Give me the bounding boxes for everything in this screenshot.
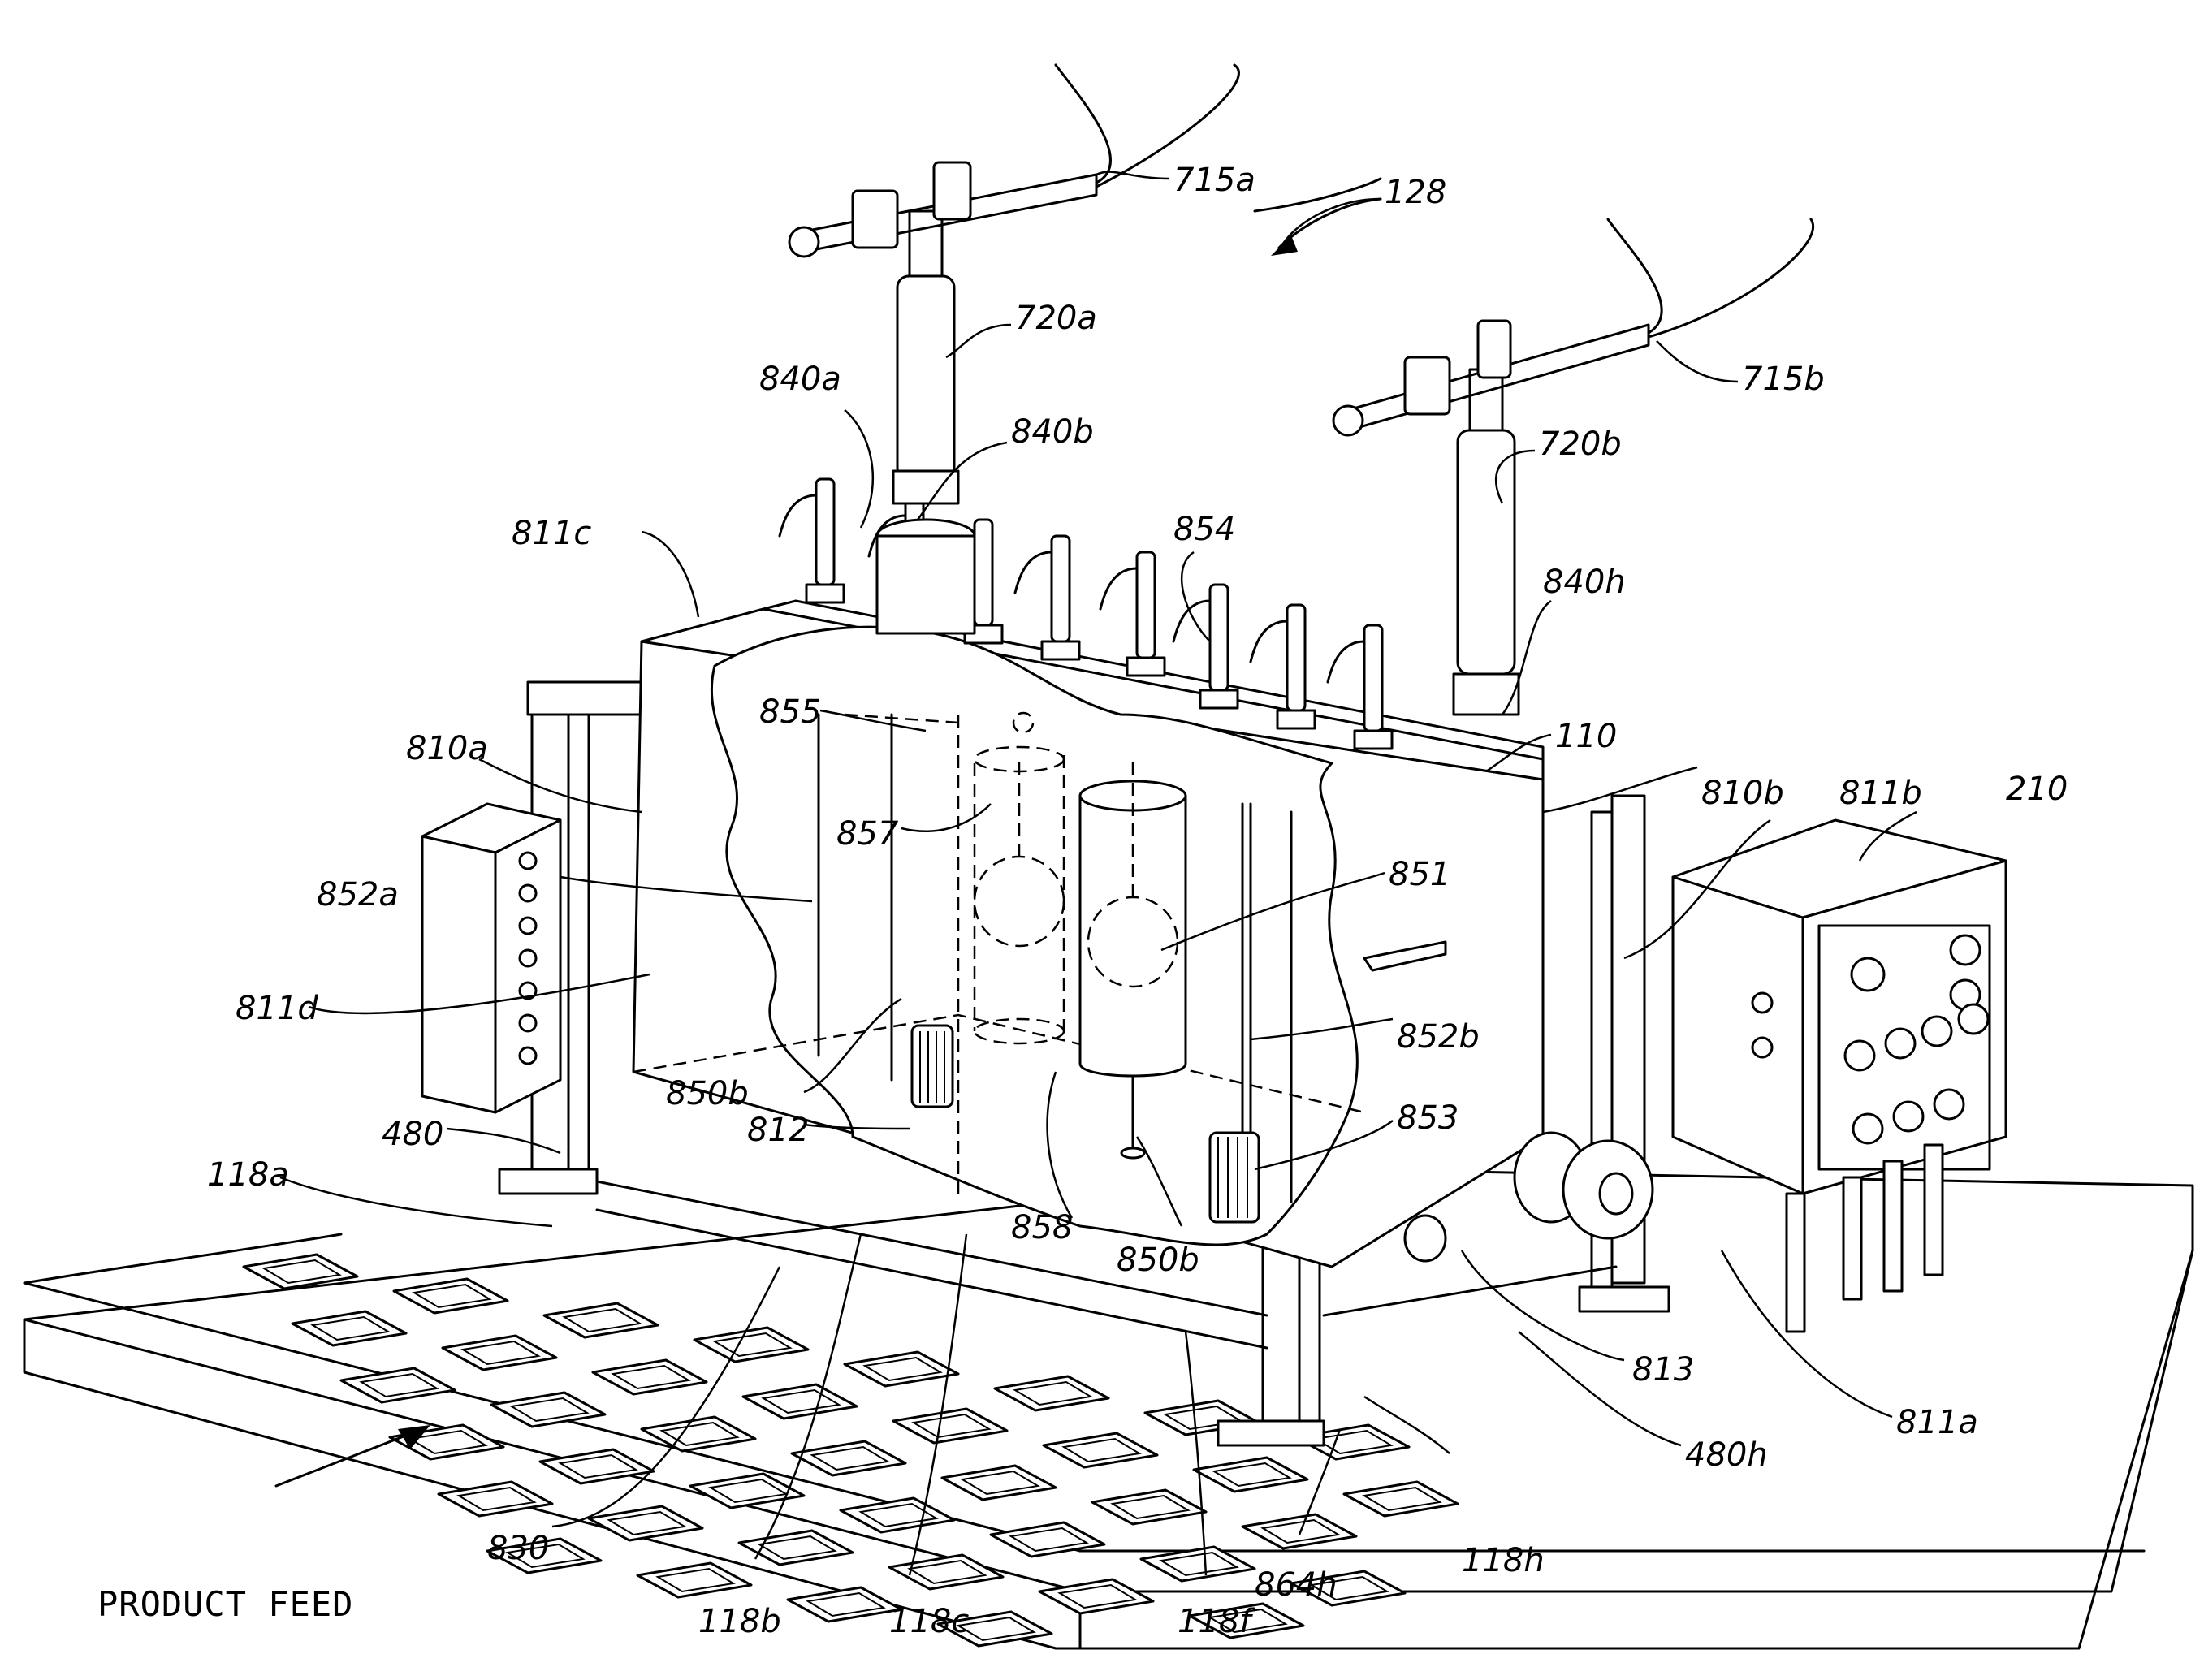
label-118b: 118b	[698, 1603, 781, 1640]
label-840a: 840a	[759, 361, 841, 398]
label-840b: 840b	[1011, 413, 1094, 451]
label-118c: 118c	[889, 1603, 969, 1640]
label-850b-lower: 850b	[1117, 1242, 1199, 1279]
label-715b: 715b	[1742, 361, 1825, 398]
label-840h: 840h	[1543, 564, 1626, 601]
label-810b: 810b	[1701, 775, 1784, 812]
label-811b: 811b	[1839, 775, 1922, 812]
assembly-arrow-128	[1271, 199, 1381, 256]
label-110: 110	[1555, 718, 1617, 755]
label-858: 858	[1011, 1209, 1073, 1246]
label-851: 851	[1389, 856, 1450, 893]
supply-pipe-a	[789, 65, 1238, 633]
label-830: 830	[487, 1530, 549, 1567]
label-813: 813	[1632, 1351, 1694, 1388]
label-720a: 720a	[1015, 300, 1097, 337]
label-811d: 811d	[236, 990, 318, 1027]
product-tray	[637, 1563, 751, 1597]
label-480: 480	[382, 1116, 443, 1153]
label-128: 128	[1385, 174, 1446, 211]
actuator-valve	[1100, 552, 1165, 676]
label-864h: 864h	[1255, 1566, 1338, 1604]
label-857: 857	[836, 815, 899, 853]
label-812: 812	[747, 1112, 809, 1149]
label-210: 210	[2006, 771, 2068, 808]
left-control-box	[422, 804, 560, 1112]
actuator-valve	[780, 479, 844, 602]
label-854: 854	[1173, 511, 1235, 548]
conveyor-belt	[24, 1169, 2193, 1648]
label-852a: 852a	[317, 876, 399, 913]
label-811c: 811c	[512, 515, 591, 552]
label-853: 853	[1397, 1099, 1459, 1137]
label-852b: 852b	[1397, 1018, 1480, 1056]
product-feed-caption: PRODUCT FEED	[97, 1584, 353, 1624]
label-810a: 810a	[406, 730, 488, 767]
label-850b-upper: 850b	[666, 1075, 749, 1112]
label-480h: 480h	[1685, 1436, 1768, 1474]
label-118f: 118f	[1178, 1603, 1255, 1640]
supply-pipe-b	[1333, 219, 1813, 715]
label-118h: 118h	[1462, 1542, 1545, 1579]
label-811a: 811a	[1896, 1404, 1978, 1441]
label-720b: 720b	[1539, 425, 1622, 463]
actuator-valve	[1015, 536, 1079, 659]
label-855: 855	[759, 693, 821, 731]
label-715a: 715a	[1173, 162, 1255, 199]
label-118a: 118a	[207, 1156, 289, 1194]
